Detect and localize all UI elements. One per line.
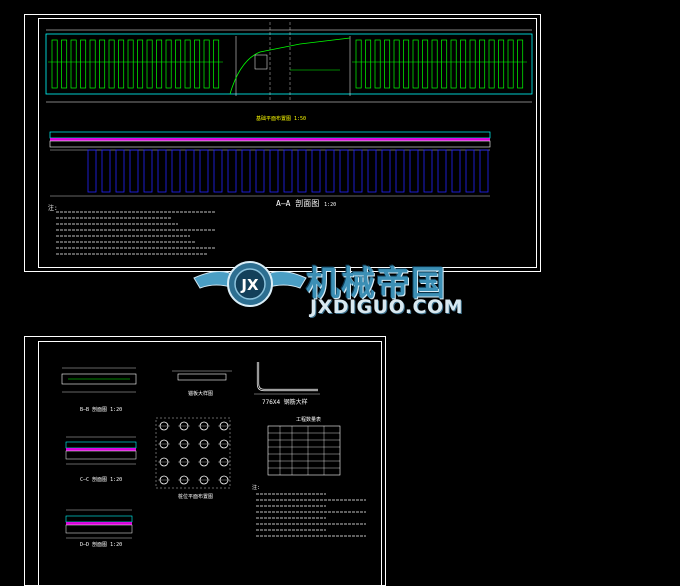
rebar-loop — [99, 39, 106, 89]
section-d-d — [65, 509, 133, 539]
rebar-loop — [507, 39, 514, 89]
pile — [143, 149, 153, 193]
drawing-canvas-2 — [61, 362, 366, 539]
pile — [115, 149, 125, 193]
pile — [213, 149, 223, 193]
rebar-loop — [127, 39, 134, 89]
pile — [325, 149, 335, 193]
rebar-loop — [194, 39, 201, 89]
rebar-loop — [469, 39, 476, 89]
plan-rebar-left — [48, 39, 223, 89]
pile — [437, 149, 447, 193]
rebar-loop — [118, 39, 125, 89]
rebar-loop — [384, 39, 391, 89]
notes-sheet-2 — [256, 493, 366, 537]
table-frame — [267, 425, 341, 476]
rebar-loop — [213, 39, 220, 89]
pile — [227, 149, 237, 193]
rebar-loop — [365, 39, 372, 89]
rebar-loop — [498, 39, 505, 89]
rebar-loop — [460, 39, 467, 89]
rebar-loop — [450, 39, 457, 89]
notes-sheet-1 — [56, 211, 216, 255]
rebar-loop — [165, 39, 172, 89]
rebar-loop — [412, 39, 419, 89]
rebar-loop — [146, 39, 153, 89]
section-c-title: C—C 剖面图 1:20 — [80, 477, 123, 483]
rebar-loop — [137, 39, 144, 89]
pile — [451, 149, 461, 193]
foundation-plan — [45, 22, 533, 103]
rebar-loop — [517, 39, 524, 89]
rebar-loop — [403, 39, 410, 89]
rebar-loop — [355, 39, 362, 89]
bolt-detail-title: 776X4 钢筋大样 — [262, 399, 308, 406]
rebar-loop — [184, 39, 191, 89]
pile — [157, 149, 167, 193]
pile — [269, 149, 279, 193]
pile — [353, 149, 363, 193]
rebar-loop — [422, 39, 429, 89]
section-a-a — [49, 131, 491, 197]
rebar-loop — [374, 39, 381, 89]
bolt-detail — [254, 362, 320, 395]
pile — [101, 149, 111, 193]
pile — [479, 149, 489, 193]
section-a-title: A—A 剖面图 1:20 — [276, 199, 337, 208]
anchor-plate-detail — [172, 370, 232, 381]
rebar-loop — [175, 39, 182, 89]
pile — [129, 149, 139, 193]
rebar-loop — [80, 39, 87, 89]
pile — [171, 149, 181, 193]
rebar-loop — [203, 39, 210, 89]
notes-mark-2: 注: — [252, 485, 261, 491]
rebar-loop — [51, 39, 58, 89]
pile — [367, 149, 377, 193]
section-d-title: D—D 剖面图 1:20 — [80, 542, 123, 548]
rebar-loop — [479, 39, 486, 89]
pile — [283, 149, 293, 193]
pile — [241, 149, 251, 193]
pile-plan-grid — [155, 417, 231, 489]
rebar-loop — [70, 39, 77, 89]
anchor-plate-title: 锚板大样图 — [188, 391, 214, 397]
rebar-loop — [108, 39, 115, 89]
gear-wing-emblem-icon: JX — [193, 261, 307, 307]
pile — [297, 149, 307, 193]
section-b-b — [61, 367, 137, 393]
pile-plan-title: 桩位平面布置图 — [178, 494, 214, 500]
rebar-loop — [89, 39, 96, 89]
pile — [311, 149, 321, 193]
watermark-cn: 机械帝国 — [306, 264, 446, 304]
watermark-logo: JX 机械帝国 JXDIGUO.COM — [190, 252, 490, 322]
plan-rebar-right — [352, 39, 527, 89]
quantity-table-title: 工程数量表 — [296, 417, 322, 423]
drawing-sheet-1-border — [38, 18, 537, 268]
pile — [381, 149, 391, 193]
plan-title: 基础平面布置图 1:50 — [256, 116, 307, 122]
section-b-title: B—B 剖面图 1:20 — [80, 407, 123, 413]
pile — [185, 149, 195, 193]
pile — [339, 149, 349, 193]
notes-mark-1: 注: — [48, 205, 58, 212]
pile — [87, 149, 97, 193]
section-c-c — [65, 436, 137, 465]
watermark-en: JXDIGUO.COM — [310, 296, 464, 318]
rebar-loop — [441, 39, 448, 89]
pile — [409, 149, 419, 193]
pile — [465, 149, 475, 193]
rebar-loop — [431, 39, 438, 89]
rebar-loop — [156, 39, 163, 89]
pile — [395, 149, 405, 193]
pile — [423, 149, 433, 193]
section-piles — [87, 149, 489, 193]
drawing-canvas — [45, 22, 533, 255]
pile — [255, 149, 265, 193]
pile — [199, 149, 209, 193]
rebar-loop — [393, 39, 400, 89]
rebar-loop — [61, 39, 68, 89]
rebar-loop — [488, 39, 495, 89]
quantity-table — [267, 425, 341, 476]
emblem-text: JX — [240, 276, 259, 294]
